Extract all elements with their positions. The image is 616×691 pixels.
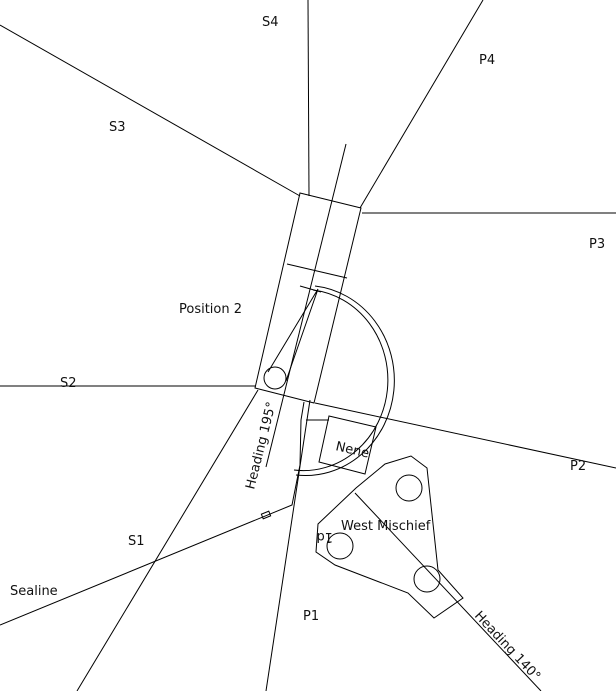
nene-vessel (306, 415, 377, 475)
nene-hull (318, 415, 377, 475)
sealine-pipeline (0, 401, 305, 626)
mooring-line-p4 (359, 0, 484, 209)
rig-leg-right (413, 565, 441, 593)
mooring-line-s3 (0, 24, 301, 197)
vessel-bow-section (286, 263, 348, 279)
west-mischief-rig (315, 455, 542, 691)
label-nene: Nene (334, 439, 370, 461)
rig-heading-line (354, 492, 542, 691)
mooring-line-p2 (314, 402, 616, 469)
label-p3: P3 (589, 237, 605, 252)
vessel-position-2 (254, 143, 395, 477)
mooring-line-s4 (307, 0, 310, 197)
vessel-pivot-circle (263, 366, 287, 390)
label-p2: P2 (570, 459, 586, 474)
vessel-heading-line (265, 143, 347, 468)
rig-hull (315, 455, 464, 619)
rig-leg-left (326, 532, 354, 560)
rig-leg-top (395, 474, 423, 502)
label-s1: S1 (128, 534, 145, 549)
label-s3: S3 (109, 120, 126, 135)
label-p4: P4 (479, 53, 495, 68)
label-p1: P1 (303, 609, 319, 624)
mooring-line-s1 (76, 389, 259, 691)
label-s2: S2 (60, 376, 77, 391)
label-s4: S4 (262, 15, 279, 30)
label-sealine: Sealine (10, 584, 58, 599)
label-heading-vessel: Heading 195° (243, 400, 279, 491)
label-position: Position 2 (179, 302, 242, 317)
crane-swing-arc-outer (295, 285, 395, 477)
label-rig-leg-mark: 1d (316, 529, 333, 544)
mooring-line-p1 (265, 399, 311, 691)
label-heading-rig: Heading 140° (471, 608, 543, 684)
crane-swing-arc-inner (293, 289, 389, 472)
label-west-mischief: West Mischief (341, 519, 431, 534)
vessel-boom (267, 288, 319, 382)
sealine-marker (260, 510, 272, 520)
vessel-hull (254, 192, 362, 404)
